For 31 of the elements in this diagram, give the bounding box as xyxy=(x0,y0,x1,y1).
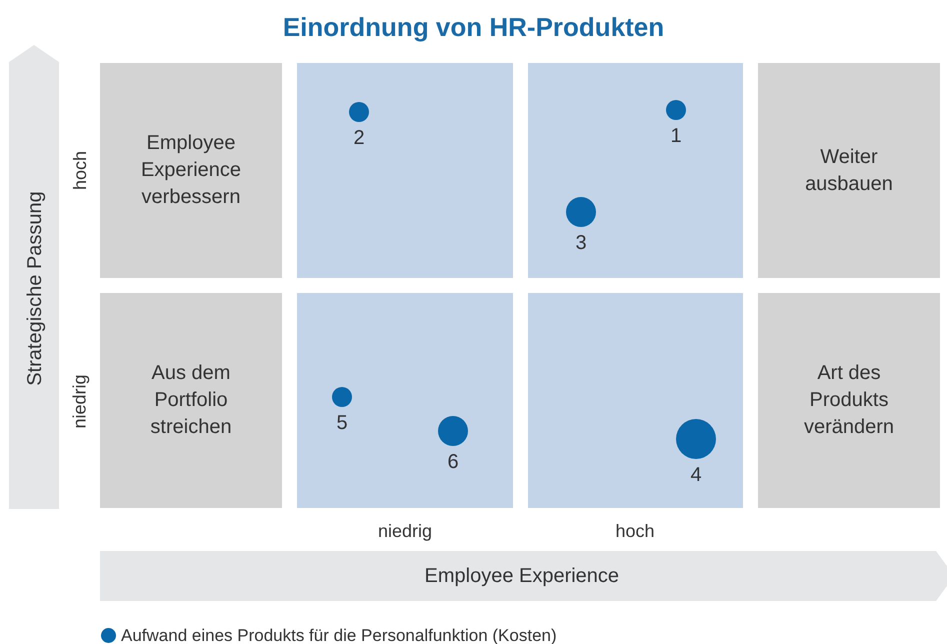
bubble-marker xyxy=(332,387,352,407)
axis-title: Employee Experience xyxy=(424,564,620,588)
axis-title: Strategische Passung xyxy=(23,190,46,386)
axis-tick-label: hoch xyxy=(616,520,655,542)
axis-tick-label: niedrig xyxy=(378,520,432,542)
quadrant-box xyxy=(297,63,513,278)
category-text: Art des Produkts verändern xyxy=(802,361,896,440)
category-box xyxy=(100,63,282,278)
bubble-number: 6 xyxy=(446,451,460,474)
quadrant-box xyxy=(528,293,743,508)
category-text: Aus dem Portfolio streichen xyxy=(149,361,233,440)
bubble-marker xyxy=(349,102,369,122)
category-text: Employee Experience verbessern xyxy=(140,131,242,210)
bubble-number: 5 xyxy=(335,412,349,435)
bubble-number: 4 xyxy=(689,464,703,487)
category-box xyxy=(100,293,282,508)
quadrant-box xyxy=(297,293,513,508)
chart-title: Einordnung von HR-Produkten xyxy=(282,12,666,43)
bubble-marker xyxy=(438,416,468,446)
category-box xyxy=(758,293,940,508)
axis-tick-label: hoch xyxy=(70,150,91,190)
quadrant-box xyxy=(528,63,743,278)
bubble-number: 3 xyxy=(574,232,588,255)
bubble-number: 2 xyxy=(352,127,366,150)
category-box xyxy=(758,63,940,278)
category-text: Weiter ausbauen xyxy=(804,144,894,196)
bubble-marker xyxy=(676,419,716,459)
bubble-number: 1 xyxy=(669,125,683,148)
bubble-marker xyxy=(666,100,686,120)
axis-tick-label: niedrig xyxy=(70,374,91,428)
bubble-marker xyxy=(566,197,596,227)
